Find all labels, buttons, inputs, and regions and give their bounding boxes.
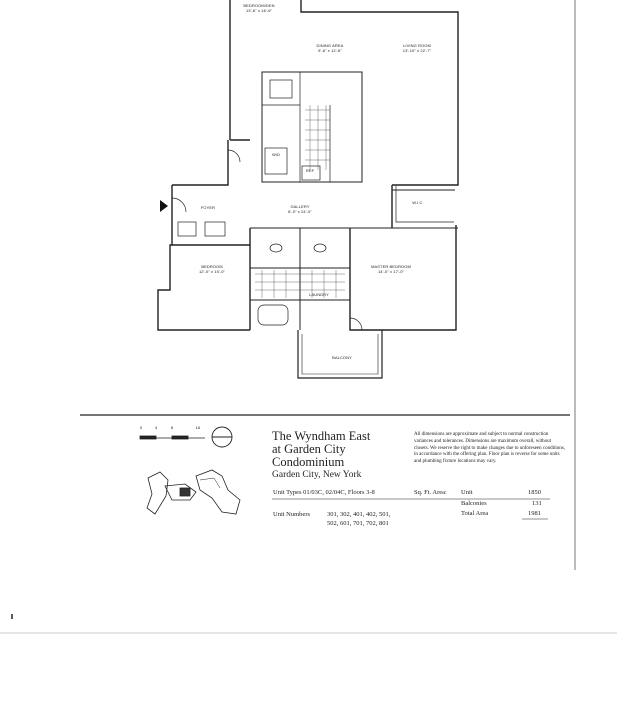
unit-numbers-line2: 502, 601, 701, 702, 801 <box>327 520 389 527</box>
room-label-master: MASTER BEDROOM 14'-0" x 17'-0" <box>366 264 416 274</box>
room-name: GALLERY <box>290 204 310 209</box>
room-name: W.I.C. <box>412 200 424 205</box>
room-label-wd: W/D <box>268 152 284 158</box>
unit-numbers-line1: 301, 302, 401, 402, 501, <box>327 511 391 518</box>
wall-outline-top <box>229 0 459 186</box>
scale-mark: 4 <box>154 425 158 430</box>
room-label-living: LIVING ROOM 13'-10" x 22'-7" <box>393 43 441 53</box>
wall-master <box>349 225 457 331</box>
site-key-plan <box>146 469 241 515</box>
room-name: LAUNDRY <box>309 292 329 297</box>
entry-arrow <box>160 200 168 212</box>
total-area-label: Total Area <box>461 510 489 517</box>
unit-area-label: Unit <box>461 489 473 496</box>
small-balcony <box>395 186 454 223</box>
kitchen-block <box>261 71 363 183</box>
room-label-foyer: FOYER <box>196 205 220 211</box>
room-dims: 6'-0" x 24'-0" <box>288 208 312 214</box>
scale-bar <box>139 435 205 440</box>
room-name: MASTER BEDROOM <box>371 264 411 269</box>
unit-types: Unit Types 01/03C, 02/04C, Floors 3-8 <box>273 489 375 496</box>
unit-numbers-label: Unit Numbers <box>273 511 311 518</box>
room-dims: 13'-6" x 16'-6" <box>245 7 273 13</box>
sq-ft-label: Sq. Ft. Area: <box>414 489 447 496</box>
room-label-walkin: W.I.C. <box>408 200 428 206</box>
building-name: The Wyndham East <box>272 429 371 443</box>
scale-mark: 0 <box>139 425 143 430</box>
room-name: W/D <box>271 152 281 157</box>
wall-bath <box>250 228 350 330</box>
room-dims: 13'-10" x 22'-7" <box>402 47 432 53</box>
room-name: BEDROOM/DEN <box>243 3 275 8</box>
room-label-laundry: LAUNDRY <box>308 292 330 298</box>
disclaimer-text: All dimensions are approximate and subje… <box>414 432 565 465</box>
room-label-dining: DINING AREA 9'-6" x 12'-6" <box>310 43 350 53</box>
building-location: at Garden City <box>272 442 346 456</box>
room-name: FOYER <box>200 205 216 210</box>
north-arrow-icon <box>211 426 233 448</box>
title-block: The Wyndham East at Garden City Condomin… <box>272 430 412 481</box>
room-label-gallery: GALLERY 6'-0" x 24'-0" <box>280 204 320 214</box>
unit-area-value: 1850 <box>528 489 541 496</box>
room-name: BEDROOM <box>201 264 223 269</box>
city-state: Garden City, New York <box>272 470 362 480</box>
room-dims: 9'-6" x 12'-6" <box>318 47 342 53</box>
room-label-ref: REF <box>302 168 318 174</box>
balcony-outline <box>297 330 383 379</box>
room-label-bedroom-den: BEDROOM/DEN 13'-6" x 16'-6" <box>232 3 286 13</box>
balconies-label: Balconies <box>461 500 487 507</box>
room-dims: 12'-0" x 15'-0" <box>198 268 226 274</box>
room-dims: 14'-0" x 17'-0" <box>377 268 405 274</box>
balconies-value: 131 <box>532 500 542 507</box>
room-name: BALCONY <box>332 355 352 360</box>
room-name: LIVING ROOM <box>403 43 431 48</box>
total-area-value: 1981 <box>528 510 541 517</box>
scale-mark: 8 <box>170 425 174 430</box>
building-type: Condominium <box>272 455 345 469</box>
room-label-bedroom: BEDROOM 12'-0" x 15'-0" <box>192 264 232 274</box>
scale-mark: 16 <box>195 425 201 430</box>
room-name: DINING AREA <box>316 43 344 48</box>
room-label-balcony: BALCONY <box>330 355 354 361</box>
room-name: REF <box>305 168 315 173</box>
